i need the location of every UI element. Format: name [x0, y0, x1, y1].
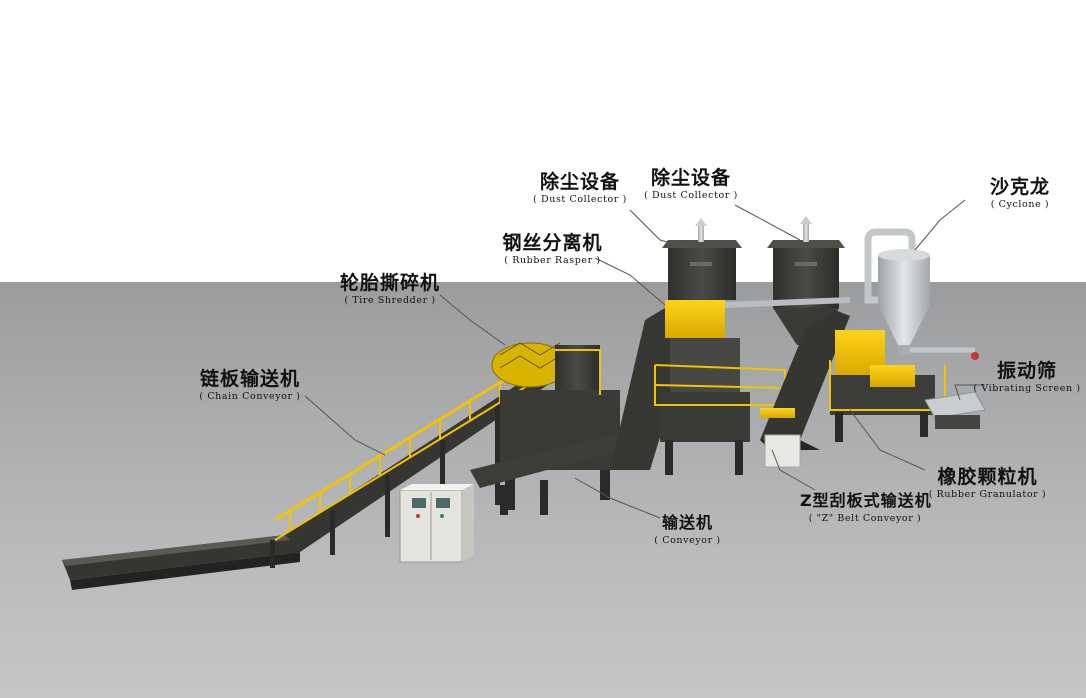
label-dust-collector-1-cn: 除尘设备: [539, 171, 620, 193]
label-chain-conveyor-cn: 链板输送机: [199, 368, 300, 390]
dust-collector-2: [767, 216, 845, 345]
label-z-belt-conveyor: Z型刮板式输送机 ( "Z" Belt Conveyor ): [800, 490, 932, 525]
label-z-belt-conveyor-cn: Z型刮板式输送机: [800, 491, 932, 510]
label-rubber-granulator-cn: 橡胶颗粒机: [937, 466, 1038, 488]
control-cabinet: [399, 484, 474, 563]
label-conveyor: 输送机 ( Conveyor ): [645, 512, 730, 547]
label-cyclone-en: ( Cyclone ): [990, 199, 1050, 210]
label-cyclone-cn: 沙克龙: [989, 176, 1050, 198]
dust-collector-1: [662, 218, 742, 300]
label-dust-collector-1: 除尘设备 ( Dust Collector ): [520, 171, 640, 206]
label-rubber-granulator: 橡胶颗粒机 ( Rubber Granulator ): [925, 466, 1050, 501]
label-dust-collector-2-en: ( Dust Collector ): [644, 190, 738, 201]
label-tire-shredder: 轮胎撕碎机 ( Tire Shredder ): [330, 272, 450, 307]
label-rubber-granulator-en: ( Rubber Granulator ): [928, 489, 1047, 500]
label-rubber-rasper: 钢丝分离机 ( Rubber Rasper ): [490, 232, 615, 267]
label-tire-shredder-en: ( Tire Shredder ): [344, 295, 436, 306]
label-rubber-rasper-en: ( Rubber Rasper ): [504, 255, 601, 266]
label-cyclone: 沙克龙 ( Cyclone ): [970, 176, 1070, 211]
collection-bin: [764, 434, 801, 468]
label-vibrating-screen-cn: 振动筛: [996, 360, 1057, 382]
leader-lines: [304, 199, 985, 519]
label-dust-collector-2-cn: 除尘设备: [650, 167, 731, 189]
label-tire-shredder-cn: 轮胎撕碎机: [339, 272, 440, 294]
label-chain-conveyor-en: ( Chain Conveyor ): [199, 391, 301, 402]
label-z-belt-conveyor-en: ( "Z" Belt Conveyor ): [808, 513, 922, 524]
label-dust-collector-1-en: ( Dust Collector ): [533, 194, 627, 205]
label-vibrating-screen-en: ( Vibrating Screen ): [973, 383, 1081, 394]
valve-red: [971, 352, 979, 360]
label-rubber-rasper-cn: 钢丝分离机: [502, 232, 603, 254]
tire-shredder: [491, 342, 620, 510]
label-conveyor-en: ( Conveyor ): [654, 535, 721, 546]
cyclone-separator: [878, 249, 930, 355]
rubber-rasper: [610, 300, 786, 475]
conveyor: [470, 430, 640, 515]
label-conveyor-cn: 输送机: [661, 513, 713, 532]
z-belt-conveyor: [760, 310, 850, 468]
rubber-granulator: [829, 330, 946, 442]
label-chain-conveyor: 链板输送机 ( Chain Conveyor ): [190, 368, 310, 403]
vibrating-screen: [924, 391, 986, 429]
label-vibrating-screen: 振动筛 ( Vibrating Screen ): [972, 360, 1082, 395]
label-dust-collector-2: 除尘设备 ( Dust Collector ): [631, 167, 751, 202]
